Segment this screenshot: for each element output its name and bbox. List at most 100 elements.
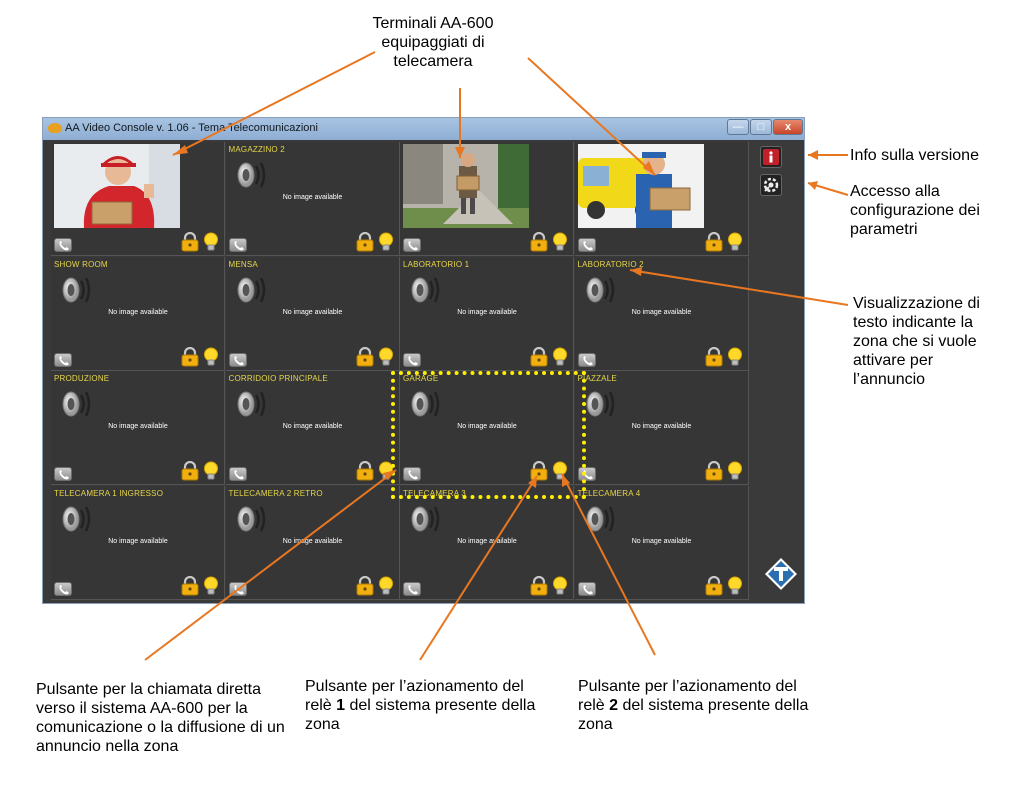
relay-1-lock-button[interactable] xyxy=(705,231,723,252)
lock-icon xyxy=(530,575,548,595)
call-button[interactable] xyxy=(403,238,421,252)
call-button[interactable] xyxy=(577,352,596,367)
phone-icon xyxy=(59,355,69,365)
call-button[interactable] xyxy=(228,352,247,367)
call-button[interactable] xyxy=(403,467,421,481)
zone-tile[interactable] xyxy=(51,142,225,256)
phone-icon xyxy=(408,355,418,365)
zone-tile[interactable] xyxy=(400,142,574,256)
phone-icon xyxy=(59,470,69,480)
relay-2-light-button[interactable] xyxy=(203,576,219,596)
annotation-info: Info sulla versione xyxy=(850,147,979,164)
window-title: AA Video Console v. 1.06 - Tema Telecomu… xyxy=(65,122,318,134)
lock-icon xyxy=(705,231,722,252)
call-button[interactable] xyxy=(228,238,247,252)
settings-button[interactable] xyxy=(760,174,782,196)
speaker-icon xyxy=(235,160,269,190)
relay-2-light-button[interactable] xyxy=(203,232,219,252)
relay-1-lock-button[interactable] xyxy=(356,575,374,596)
relay-1-lock-button[interactable] xyxy=(356,346,374,367)
relay-2-light-button[interactable] xyxy=(378,232,394,252)
relay-2-light-button[interactable] xyxy=(727,232,743,252)
relay-2-light-button[interactable] xyxy=(727,347,743,367)
info-button[interactable] xyxy=(760,146,782,168)
relay-2-light-button[interactable] xyxy=(727,576,743,596)
call-button[interactable] xyxy=(54,581,72,596)
close-button[interactable]: x xyxy=(773,119,803,135)
info-icon xyxy=(763,149,779,165)
relay-2-light-button[interactable] xyxy=(203,461,219,481)
relay-1-lock-button[interactable] xyxy=(356,460,374,481)
call-button[interactable] xyxy=(403,352,421,367)
speaker-icon xyxy=(584,275,618,305)
call-button[interactable] xyxy=(577,238,596,252)
relay-1-lock-button[interactable] xyxy=(356,231,374,252)
relay-1-lock-button[interactable] xyxy=(530,575,548,596)
camera-preview-image xyxy=(403,144,529,228)
relay1-number: 1 xyxy=(336,697,346,714)
relay-2-light-button[interactable] xyxy=(203,347,219,367)
garage-highlight-box xyxy=(391,371,586,499)
speaker-icon xyxy=(60,275,94,305)
relay-1-lock-button[interactable] xyxy=(705,575,723,596)
lock-icon xyxy=(356,231,373,252)
relay-1-lock-button[interactable] xyxy=(181,575,199,596)
call-button[interactable] xyxy=(54,352,72,367)
relay-1-lock-button[interactable] xyxy=(705,460,723,481)
no-image-text: No image available xyxy=(108,423,168,430)
zone-tile[interactable] xyxy=(574,142,749,256)
relay-2-light-button[interactable] xyxy=(552,347,568,367)
phone-icon xyxy=(59,241,69,251)
light-bulb-icon xyxy=(204,576,218,594)
phone-icon xyxy=(233,241,244,251)
call-button[interactable] xyxy=(54,238,72,252)
relay-2-light-button[interactable] xyxy=(552,576,568,596)
app-window: AA Video Console v. 1.06 - Tema Telecomu… xyxy=(42,117,805,604)
relay-2-light-button[interactable] xyxy=(378,576,394,596)
call-button[interactable] xyxy=(577,581,596,596)
call-button[interactable] xyxy=(228,581,247,596)
light-bulb-icon xyxy=(727,576,742,594)
relay-1-lock-button[interactable] xyxy=(530,346,548,367)
camera-preview-image xyxy=(577,144,704,228)
phone-icon xyxy=(582,241,593,251)
relay-1-lock-button[interactable] xyxy=(181,460,199,481)
light-bulb-icon xyxy=(727,461,742,480)
no-image-text: No image available xyxy=(457,423,517,430)
speaker-icon xyxy=(60,389,94,419)
relay-2-light-button[interactable] xyxy=(552,232,568,252)
relay-1-lock-button[interactable] xyxy=(181,231,199,252)
lock-icon xyxy=(181,460,199,481)
relay-2-light-button[interactable] xyxy=(378,347,394,367)
call-button[interactable] xyxy=(403,581,421,596)
relay-1-lock-button[interactable] xyxy=(530,231,548,252)
relay-1-lock-button[interactable] xyxy=(705,346,723,367)
minimize-button[interactable]: — xyxy=(727,119,749,135)
speaker-icon xyxy=(60,504,94,534)
relay-2-light-button[interactable] xyxy=(552,461,568,481)
no-image-text: No image available xyxy=(457,308,517,316)
call-button[interactable] xyxy=(54,467,72,481)
lock-icon xyxy=(181,346,199,366)
speaker-icon xyxy=(584,389,618,419)
lock-icon xyxy=(181,575,199,595)
maximize-button[interactable]: □ xyxy=(750,119,772,135)
camera-preview-image xyxy=(54,144,180,228)
relay-1-lock-button[interactable] xyxy=(181,346,199,367)
lock-icon xyxy=(181,231,199,252)
call-button[interactable] xyxy=(228,467,247,481)
relay-2-light-button[interactable] xyxy=(727,461,743,481)
